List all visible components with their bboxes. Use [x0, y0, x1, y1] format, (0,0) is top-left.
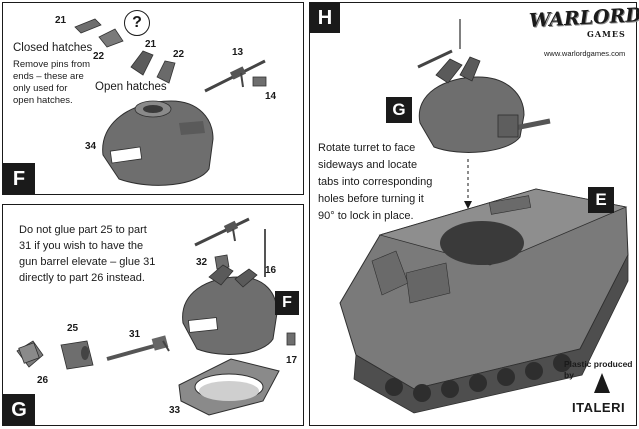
part-label-16: 16 — [265, 265, 277, 276]
mantlet-part-26 — [16, 340, 44, 368]
warlord-logo-games: GAMES — [587, 29, 626, 39]
step-f-badge: F — [3, 163, 35, 195]
question-mark-text: ? — [132, 14, 142, 31]
machine-gun-part-13 — [204, 59, 266, 93]
closed-hatches-label: Closed hatches — [13, 42, 93, 54]
panel-g: Do not glue part 25 to part 31 if you wi… — [2, 204, 304, 426]
panel-h: WARLORD GAMES www.warlordgames.com H G R… — [309, 2, 639, 426]
hatch-note-line-1: Remove pins from — [13, 59, 91, 70]
panel-h-instruction-line-4: holes before turning it — [318, 193, 424, 205]
italeri-wordmark: ITALERI — [572, 400, 626, 415]
hatch-part-21-open — [130, 50, 154, 76]
hull-e-badge: E — [588, 187, 614, 213]
part-label-22: 22 — [93, 51, 105, 62]
turret-sub-assembly-g — [417, 19, 551, 153]
ammo-box-part-14 — [252, 76, 267, 87]
panel-f-illustrations — [74, 18, 267, 186]
step-h-badge: H — [310, 3, 340, 33]
turret-part-34 — [102, 100, 214, 186]
panel-h-instruction-line-3: tabs into corresponding — [318, 176, 433, 188]
track-wheels — [385, 354, 571, 402]
step-g-label: G — [11, 398, 27, 421]
turret-g-label: G — [392, 100, 406, 119]
panel-g-instruction-line-4: directly to part 26 instead. — [19, 272, 145, 284]
part-label-33: 33 — [169, 405, 181, 416]
part-label-21: 21 — [55, 15, 67, 26]
panel-h-illustrations — [339, 19, 629, 414]
panel-h-instruction-line-5: 90° to lock in place. — [318, 210, 414, 222]
hatch-note-line-2: ends – these are — [13, 71, 84, 82]
panel-h-instruction-line-1: Rotate turret to face — [318, 142, 416, 154]
hatch-note-line-3: only used for — [13, 83, 68, 94]
panel-g-illustrations — [16, 217, 296, 416]
part-label-34: 34 — [85, 141, 97, 152]
panel-g-instruction-line-2: 31 if you wish to have the — [19, 240, 144, 252]
part-label-14: 14 — [265, 91, 277, 102]
machine-gun-assembly — [194, 217, 250, 247]
step-f-label: F — [12, 167, 26, 190]
part-label-21-b: 21 — [145, 39, 157, 50]
step-g-badge: G — [3, 394, 35, 426]
website-text: www.warlordgames.com — [544, 49, 626, 58]
plastic-produced-note: Plastic produced by — [564, 359, 633, 380]
turret-ring-part-33 — [178, 358, 280, 416]
sub-assembly-f-badge: F — [275, 291, 299, 315]
panel-f: 21 ? 21 22 22 13 14 34 Closed hatches Re… — [2, 2, 304, 195]
turret-assembly — [182, 264, 278, 355]
part-label-25: 25 — [67, 323, 79, 334]
question-mark-icon: ? — [124, 10, 150, 36]
hull-e-label: E — [595, 190, 607, 209]
warlord-logo: WARLORD GAMES — [529, 4, 639, 41]
sub-assembly-f-label: F — [282, 294, 292, 311]
part-32 — [214, 254, 230, 270]
warlord-logo-wordmark: WARLORD — [528, 4, 639, 32]
hatch-note-line-4: open hatches. — [13, 95, 73, 106]
step-h-label: H — [317, 6, 333, 29]
italeri-logo-icon — [594, 373, 610, 393]
turret-ring-hole — [440, 221, 524, 265]
panel-g-instruction-line-3: gun barrel elevate – glue 31 — [19, 256, 156, 268]
panel-h-instruction-line-2: sideways and locate — [318, 159, 418, 171]
part-label-13: 13 — [232, 47, 244, 58]
tank-hull-e — [339, 188, 629, 414]
part-label-26: 26 — [37, 375, 49, 386]
open-hatches-label: Open hatches — [95, 81, 167, 93]
turret-g-badge: G — [386, 97, 412, 123]
placement-arrow-head — [464, 201, 472, 209]
hatch-part-22-open — [156, 60, 176, 84]
part-label-17: 17 — [286, 355, 298, 366]
hatch-part-21-closed — [74, 18, 102, 34]
hatch-part-22-closed — [98, 28, 124, 48]
panel-g-instruction-line-1: Do not glue part 25 to part — [19, 224, 147, 236]
part-label-31: 31 — [129, 329, 141, 340]
gun-barrel-part-31 — [106, 335, 170, 361]
part-17 — [286, 332, 296, 346]
part-label-32: 32 — [196, 257, 208, 268]
part-label-22-b: 22 — [173, 49, 185, 60]
mantlet-part-25 — [60, 340, 94, 370]
